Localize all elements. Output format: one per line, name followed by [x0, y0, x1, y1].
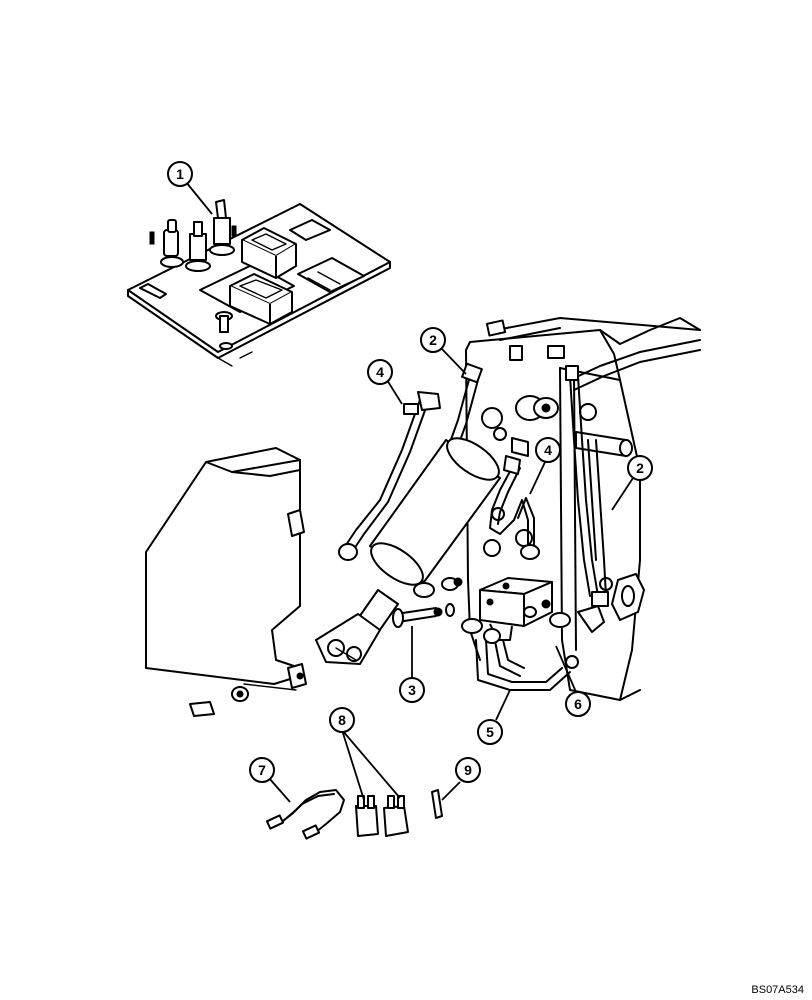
hoses [338, 362, 609, 691]
callout-1: 1 [167, 161, 193, 187]
svg-text:2: 2 [636, 460, 644, 476]
svg-text:4: 4 [376, 364, 384, 380]
hydraulic-cylinder [315, 407, 529, 665]
callout-2-left: 2 [420, 327, 446, 353]
svg-text:1: 1 [176, 166, 184, 182]
callout-2-right: 2 [627, 455, 653, 481]
callout-6: 6 [565, 691, 591, 717]
leader-lines [185, 181, 634, 803]
callout-3: 3 [399, 677, 425, 703]
bolt [392, 603, 455, 628]
tractor-frame [461, 317, 701, 701]
callout-7: 7 [249, 757, 275, 783]
svg-text:7: 7 [258, 762, 266, 778]
relays [355, 795, 409, 837]
callout-5: 5 [477, 719, 503, 745]
svg-text:3: 3 [408, 682, 416, 698]
svg-text:6: 6 [574, 696, 582, 712]
svg-text:4: 4 [544, 442, 552, 458]
callout-8: 8 [329, 707, 355, 733]
svg-text:2: 2 [429, 332, 437, 348]
svg-text:9: 9 [464, 762, 472, 778]
callout-9: 9 [455, 757, 481, 783]
drawing-code: BS07A534 [751, 984, 804, 996]
callout-4-left: 4 [367, 359, 393, 385]
svg-text:5: 5 [486, 724, 494, 740]
valve-block [461, 577, 605, 644]
svg-text:8: 8 [338, 712, 346, 728]
pin [431, 789, 443, 819]
switch-panel [127, 199, 391, 367]
jumper-harness [265, 789, 345, 840]
shield-guard [145, 447, 307, 717]
callout-4-right: 4 [535, 437, 561, 463]
